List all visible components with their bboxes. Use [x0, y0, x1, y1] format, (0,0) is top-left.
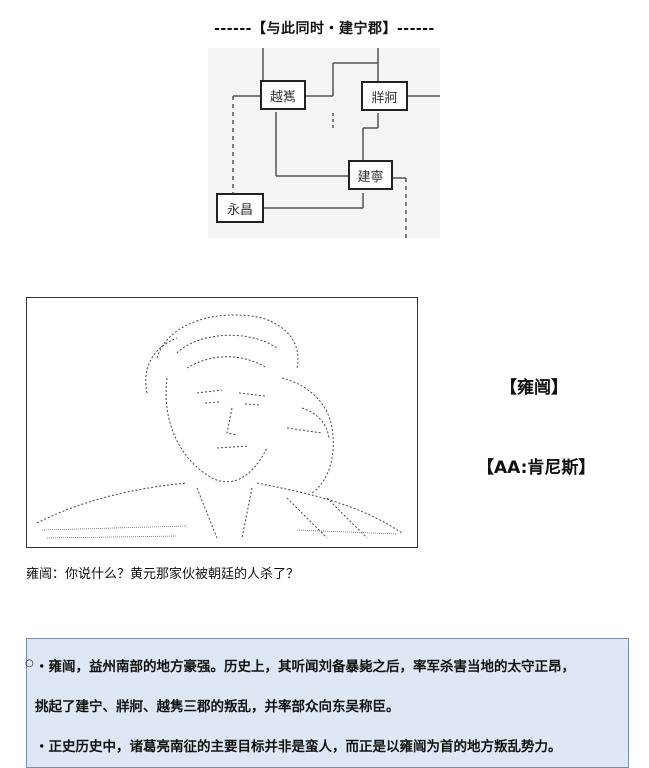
- dialogue-line: 雍闿：你说什么？黄元那家伙被朝廷的人杀了？: [26, 567, 300, 582]
- map-lines: [232, 48, 440, 238]
- aa-portrait-frame: [26, 297, 418, 548]
- section-heading: ------【与此同时・建宁郡】------: [214, 21, 435, 37]
- note-line-1: ・雍闿，益州南部的地方豪强。历史上，其听闻刘备暴毙之后，率军杀害当地的太守正昂，: [35, 659, 575, 675]
- map-node-yuexi: 越嶲: [260, 80, 306, 110]
- aa-portrait-illustration: [36, 314, 403, 539]
- note-line-3: ・正史历史中，诸葛亮南征的主要目标并非是蛮人，而正是以雍闿为首的地方叛乱势力。: [35, 739, 562, 755]
- map-node-jianning: 建寧: [348, 160, 393, 190]
- history-note-box: ○ ・雍闿，益州南部的地方豪强。历史上，其听闻刘备暴毙之后，率军杀害当地的太守正…: [25, 638, 629, 768]
- map-diagram: 越嶲 牂牁 建寧 永昌: [208, 48, 440, 238]
- bullet-circle-icon: ○: [25, 658, 34, 669]
- character-name-label: 【雍闿】: [500, 378, 568, 398]
- note-line-2: 挑起了建宁、牂牁、越隽三郡的叛乱，并率部众向东吴称臣。: [35, 699, 400, 715]
- map-node-yongchang: 永昌: [216, 193, 264, 223]
- aa-source-label: 【AA:肯尼斯】: [477, 458, 596, 478]
- map-node-zangke: 牂牁: [361, 81, 408, 111]
